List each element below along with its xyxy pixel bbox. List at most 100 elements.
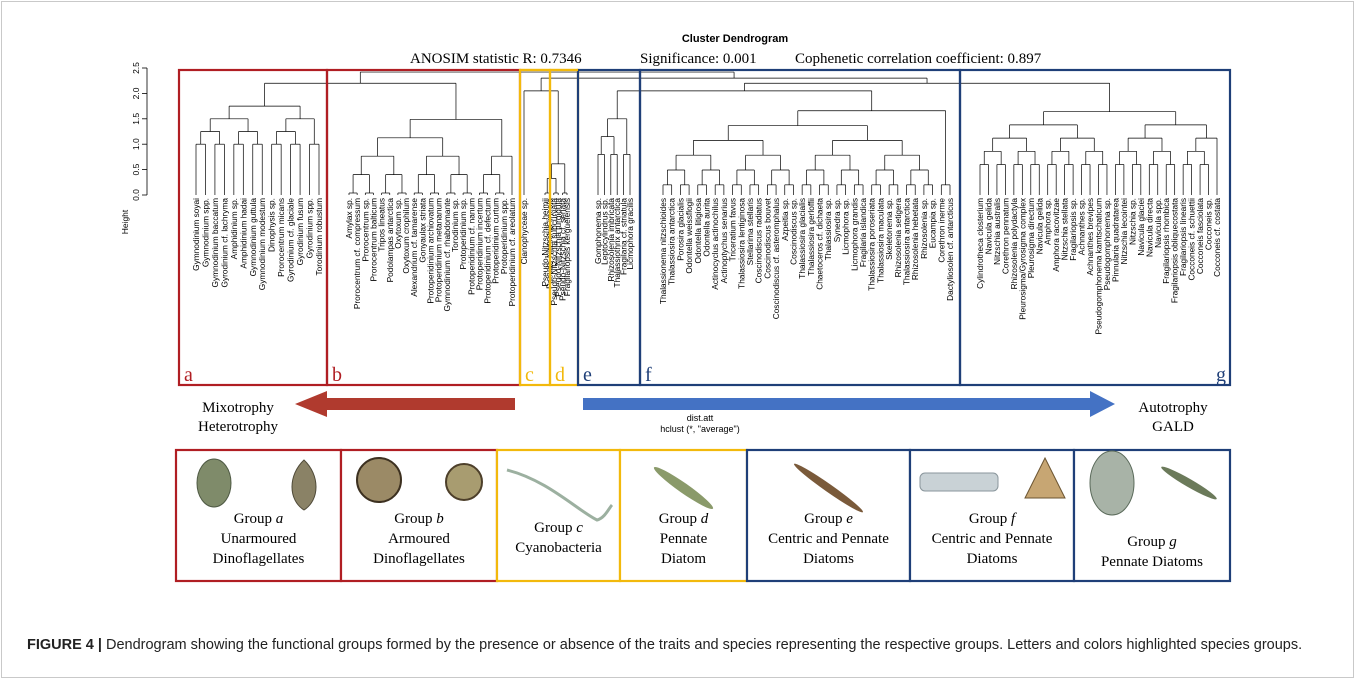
leaf-label: Thalassiothrix antarctica (612, 198, 622, 288)
cluster-letter-e: e (583, 364, 592, 386)
cluster-letter-g: g (1216, 364, 1226, 386)
leaf-label: Rhizosolenia setigera (893, 198, 903, 278)
leaf-label: Skeletonema sp. (884, 198, 894, 260)
leaf-label: Rhizosolenia hebetata (910, 198, 920, 280)
y-tick-label: 2.0 (131, 87, 141, 99)
leaf-label: Odontella litigiosa (693, 198, 703, 264)
leaf-label: Cocconeis sp. (1204, 198, 1214, 250)
leaf-label: Thalassiosira sp. (823, 198, 833, 260)
leaf-label: Oxytoxum sp. (393, 198, 403, 249)
left-arrow (295, 391, 515, 417)
group-panel-e (745, 448, 912, 583)
caption-label: FIGURE 4 | (27, 637, 102, 653)
leaf-label: Gomphonema sp. (593, 198, 603, 264)
leaf-label: Pleurosigma/Gyrosigma complex (1017, 197, 1027, 320)
distance-method-label: dist.att (687, 413, 714, 423)
leaf-label: Pseudo-Nitzschia subcurvata (549, 198, 559, 306)
group-description: Diatoms (967, 551, 1018, 567)
y-tick-label: 0.0 (131, 189, 141, 201)
leaf-label: Synedra sp. (832, 198, 842, 242)
leaf-label: Achnanthes sp. (1077, 198, 1087, 255)
diatom-image (1161, 466, 1217, 500)
leaf-label: Amylax sp. (344, 198, 354, 239)
leaf-label: Corethron pennatum (1000, 198, 1010, 274)
group-description: Centric and Pennate (932, 531, 1053, 547)
dendrogram-figure: Cluster Dendrogram ANOSIM statistic R: 0… (120, 33, 1232, 583)
dinoflagellate-image (196, 458, 232, 508)
leaf-label: Dactyliosolen cf. antarcticus (945, 198, 955, 301)
group-name: Group b (394, 511, 444, 527)
leaf-label: Gymnodinium modestum (257, 198, 267, 290)
leaf-label: Torodinium robustum (314, 198, 324, 276)
leaf-label: Nitzschia sp. (1127, 198, 1137, 245)
leaf-label: Gymnodinium guttula (248, 198, 258, 277)
group-description: Diatoms (803, 551, 854, 567)
group-name: Group a (234, 511, 284, 527)
leaf-label: Thalassiosira antarctica (902, 198, 912, 286)
group-name: Group g (1127, 534, 1177, 550)
diatom-image (794, 463, 863, 513)
leaf-label: Coscinodiscus cf. asteromphalus (771, 198, 781, 319)
leaf-label: Fragilariopsis rhombica (1161, 198, 1171, 284)
leaf-label: Stellarima stellaris (745, 198, 755, 265)
leaf-label: Navicula spp. (1153, 198, 1163, 248)
dinoflagellate-image (291, 459, 317, 511)
leaf-label: Azpeitia sp. (780, 198, 790, 241)
hclust-method-label: hclust (*, "average") (660, 424, 739, 434)
leaf-label: Fragilariopsis sp. (1068, 198, 1078, 261)
dinoflagellate-image (356, 457, 402, 503)
leaf-label: Actinoptychus senarius (719, 198, 729, 283)
leaf-label: Fragilaria islandica (858, 198, 868, 268)
leaf-label: Thalassiosira poroseriata (867, 198, 877, 291)
group-description: Dinoflagellates (213, 551, 305, 567)
cyanobacteria-image (506, 468, 614, 522)
leaf-label: Gymnodinium soyai (191, 198, 201, 271)
leaf-label: Triceratium favus (728, 198, 738, 261)
right-arrow (583, 391, 1115, 417)
leaf-label: Protoperidinium cf. areolatum (507, 198, 517, 306)
leaf-label: Navicula gelida (1034, 198, 1044, 255)
dendrogram-title: Cluster Dendrogram (682, 33, 789, 45)
leaf-label: Rhizosolenia polydactyla (1009, 198, 1019, 290)
leaf-label: Licmophora gracilis (625, 198, 635, 269)
leaf-label: Thalassiosira glacialis (797, 198, 807, 279)
leaf-label: Protoperidinium archiovatum (426, 198, 436, 304)
cluster-letter-b: b (332, 364, 342, 386)
leaf-label: Prorocentrum cf. compressum (352, 198, 362, 309)
leaf-label: Protoperidinium cf. defectum (483, 198, 493, 304)
leaf-label: Chaetoceros cf. dichaeta (815, 198, 825, 290)
leaf-label: Odontella aurita (701, 198, 711, 257)
y-tick-label: 2.5 (131, 62, 141, 74)
y-tick-label: 1.5 (131, 113, 141, 125)
leaf-label: Protoperidinium metananum (434, 198, 444, 302)
y-tick-label: 0.5 (131, 163, 141, 175)
leaf-label: Gymnodinium cf. rhabdomante (442, 198, 452, 312)
leaf-label: Gyrodinium cf. lachryma (219, 198, 229, 288)
left-label-line1: Mixotrophy (202, 400, 274, 416)
leaf-label: Navicula directa (1144, 198, 1154, 257)
group-description: Centric and Pennate (768, 531, 889, 547)
leaf-label: Odontella weissflogii (684, 198, 694, 274)
leaf-label: Nitzschia stellata (1060, 198, 1070, 261)
leaf-label: Pseudogomphonema kamtschaticum (1094, 198, 1104, 335)
leaf-label: Fragilariopsis linearis (1178, 198, 1188, 276)
cluster-letter-c: c (525, 364, 534, 386)
leaf-label: Protoperidinium spp. (499, 198, 509, 274)
group-description: Pennate Diatoms (1101, 554, 1203, 570)
right-label-line1: Autotrophy (1138, 400, 1208, 416)
leaf-label: Fragilariopsis kerguelensis (562, 198, 572, 296)
group-description: Unarmoured (221, 531, 297, 547)
leaf-label: Amphidinium sp. (229, 198, 239, 259)
group-description: Armoured (388, 531, 450, 547)
leaf-label: Cocconeis cf. costata (1212, 198, 1222, 277)
leaf-label: Nitzschia australis (992, 198, 1002, 265)
leaf-label: Gymnodinium spp. (200, 198, 210, 267)
leaf-label: Protoperidinium incertum (474, 198, 484, 290)
group-description: Diatom (661, 551, 706, 567)
group-name: Group d (659, 511, 709, 527)
figure-caption: FIGURE 4 | Dendrogram showing the functi… (27, 635, 1327, 655)
leaf-label: Gonyaulax striata (417, 198, 427, 263)
cluster-letter-d: d (555, 364, 565, 386)
leaf-label: Protoperidinium curtum (491, 198, 501, 284)
